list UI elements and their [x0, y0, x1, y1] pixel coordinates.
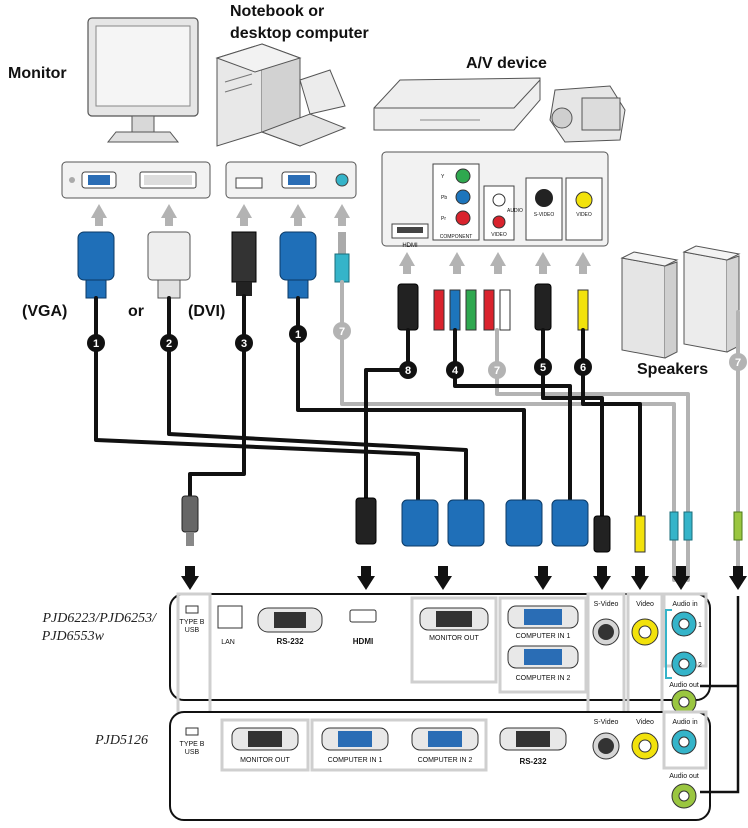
cable-number-7b: 7 — [494, 365, 500, 377]
dvi-label: (DVI) — [188, 303, 225, 320]
model-label-top-line1: PJD6223/PJD6253/ — [41, 611, 157, 626]
speakers-illustration — [620, 245, 741, 359]
model-label-top-line2: PJD6553w — [41, 629, 105, 644]
projector-arrows — [181, 566, 747, 590]
top-audio-in-label: Audio in — [672, 601, 697, 608]
computer-label-line1: Notebook or — [230, 3, 324, 20]
top-jack-1-label: 1 — [698, 622, 702, 629]
top-rs232-label: RS-232 — [276, 637, 304, 646]
speaker-feed-line — [700, 596, 740, 794]
cable-number-4: 4 — [452, 365, 459, 377]
usb-plug-computer — [231, 231, 257, 296]
top-computer-in-1-label: COMPUTER IN 1 — [516, 633, 571, 640]
projector-plugs — [181, 495, 743, 553]
cable-number-5: 5 — [540, 362, 546, 374]
top-lan-label: LAN — [221, 639, 235, 646]
av-component-label: COMPONENT — [440, 234, 473, 240]
av-video-label: VIDEO — [491, 232, 507, 238]
bottom-computer-in-outline — [310, 718, 488, 772]
source-arrows — [91, 204, 591, 274]
cable-badges — [87, 322, 747, 379]
vga-label: (VGA) — [22, 303, 67, 320]
av-hdmi-label: HDMI — [402, 243, 418, 249]
cable-number-1b: 1 — [295, 329, 301, 341]
computer-illustration — [215, 43, 347, 147]
av-pr-label: Pr — [441, 216, 446, 222]
computer-label-line2: desktop computer — [230, 25, 369, 42]
or-label: or — [128, 303, 144, 320]
top-computer-in-2-label: COMPUTER IN 2 — [516, 675, 571, 682]
cable-number-6: 6 — [580, 362, 586, 374]
monitor-label: Monitor — [8, 65, 67, 82]
top-audio-out-label: Audio out — [669, 682, 699, 689]
speakers-label: Speakers — [637, 361, 708, 378]
audio-plug-computer — [334, 232, 350, 283]
top-hdmi-label: HDMI — [353, 637, 373, 646]
av-device-illustration — [373, 77, 626, 143]
av-port-panel — [381, 151, 609, 247]
top-jack-2-label: 2 — [698, 662, 702, 669]
projector-bottom-ports — [185, 710, 708, 809]
hdmi-plug-av — [397, 283, 419, 331]
dvi-plug — [147, 231, 191, 299]
av-y-label: Y — [441, 174, 445, 180]
component-plugs-av — [433, 289, 511, 331]
av-svideo-label: S-VIDEO — [534, 212, 555, 218]
cable-number-3: 3 — [241, 338, 247, 350]
top-monitor-out-label: MONITOR OUT — [429, 635, 479, 642]
top-svideo-label: S-Video — [594, 601, 619, 608]
av-video2-label: VIDEO — [576, 212, 592, 218]
cable-number-7a: 7 — [339, 326, 345, 338]
computer-port-panel — [225, 161, 357, 199]
bottom-usb-label-2: USB — [185, 749, 200, 756]
bottom-usb-label-1: TYPE B — [180, 741, 205, 748]
bottom-rs232-label: RS-232 — [519, 757, 547, 766]
cable-number-1a: 1 — [93, 338, 99, 350]
computer-in-group-outline — [498, 596, 588, 694]
bottom-svideo-label: S-Video — [594, 719, 619, 726]
bottom-monitor-out-outline — [220, 718, 310, 772]
bottom-video-label: Video — [636, 719, 654, 726]
svideo-plug-av — [534, 283, 552, 331]
bottom-audio-out-label: Audio out — [669, 773, 699, 780]
bottom-computer-in-2-label: COMPUTER IN 2 — [418, 757, 473, 764]
vga-plug-monitor — [77, 231, 115, 299]
cable-number-8: 8 — [405, 365, 411, 377]
model-label-bottom: PJD5126 — [94, 733, 148, 748]
cable-number-2: 2 — [166, 338, 172, 350]
av-pb-label: Pb — [441, 195, 447, 201]
bottom-audio-in-label: Audio in — [672, 719, 697, 726]
projector-bottom-panel — [169, 711, 711, 821]
bottom-computer-in-1-label: COMPUTER IN 1 — [328, 757, 383, 764]
top-video-label: Video — [636, 601, 654, 608]
top-usb-label-2: USB — [185, 627, 200, 634]
bottom-monitor-out-label: MONITOR OUT — [240, 757, 290, 764]
av-device-label: A/V device — [466, 55, 547, 72]
projector-top-ports — [185, 592, 708, 715]
cable-number-7c: 7 — [735, 357, 741, 369]
vga-plug-computer — [279, 231, 317, 299]
monitor-illustration — [87, 17, 199, 143]
monitor-port-panel — [61, 161, 211, 199]
video-plug-av — [577, 289, 589, 331]
monitor-out-group-outline — [410, 596, 498, 684]
top-usb-label-1: TYPE B — [180, 619, 205, 626]
av-audio-label: AUDIO — [507, 208, 523, 214]
